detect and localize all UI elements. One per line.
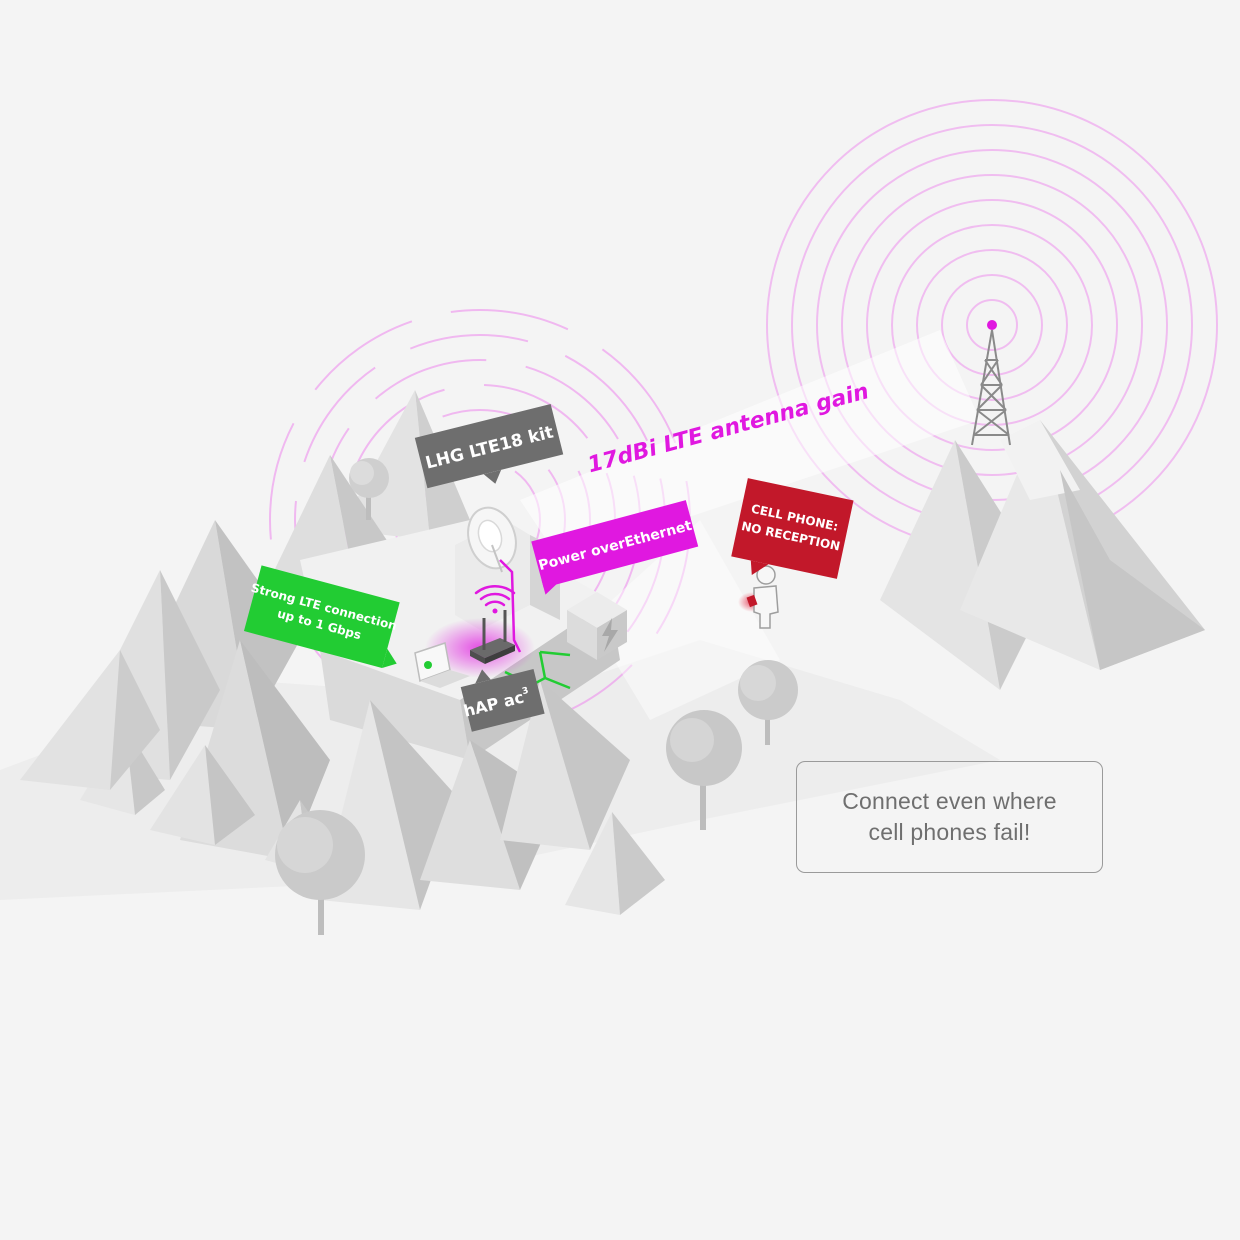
tag-cell-phone: CELL PHONE: NO RECEPTION xyxy=(731,478,854,579)
radio-tower-icon xyxy=(971,320,1011,446)
phone-icon xyxy=(746,594,758,608)
tag-hap-ac3: hAP ac3 xyxy=(460,668,545,732)
laptop-icon xyxy=(414,642,470,688)
router-device xyxy=(470,610,515,664)
person-icon xyxy=(753,565,779,629)
lightning-bolt-icon xyxy=(602,618,618,652)
slogan-line-1: Connect even where xyxy=(842,788,1057,814)
wifi-icon xyxy=(474,584,516,614)
right-mountain xyxy=(880,420,1205,690)
tree xyxy=(666,710,742,830)
tag-strong-lte: Strong LTE connection up to 1 Gbps xyxy=(243,565,400,669)
tree xyxy=(275,810,365,935)
signal-beam xyxy=(520,330,980,720)
tag-lhg-lte18-kit: LHG LTE18 kit xyxy=(414,403,564,489)
tower-signal-rings xyxy=(766,99,1218,551)
slogan-line-2: cell phones fail! xyxy=(868,819,1031,845)
tree-group-valley xyxy=(666,660,798,830)
tree xyxy=(349,458,389,520)
antenna-dish xyxy=(467,506,517,573)
slogan-box: Connect even where cell phones fail! xyxy=(796,761,1103,873)
tree-group-left xyxy=(275,458,389,935)
power-unit xyxy=(567,592,627,660)
tree xyxy=(738,660,798,745)
